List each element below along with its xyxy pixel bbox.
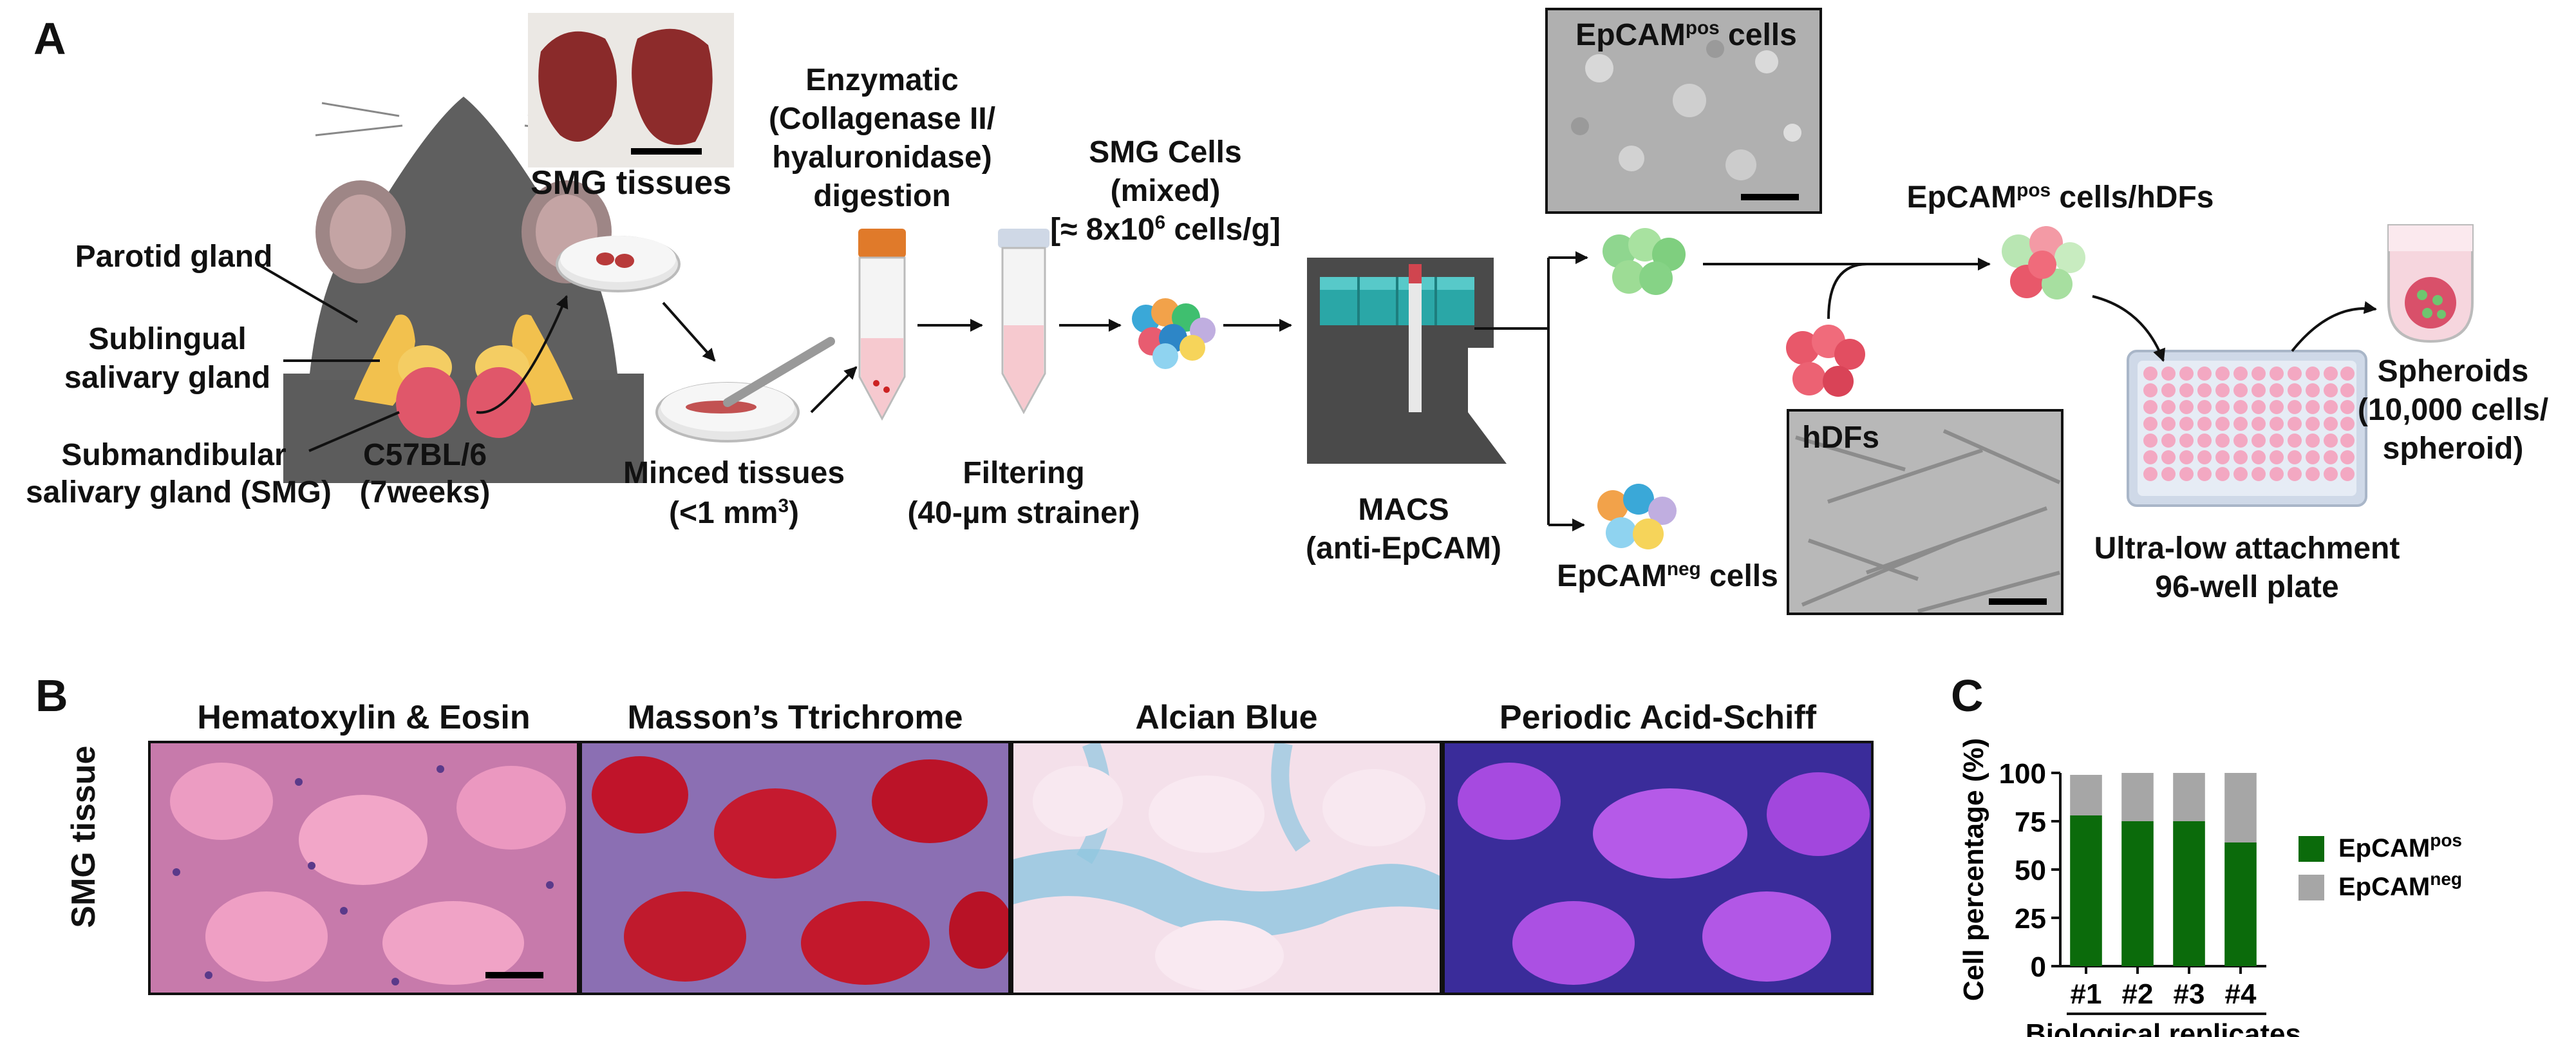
arrow-dish-to-minced bbox=[662, 301, 716, 362]
smg-tissue-side-label: SMG tissue bbox=[64, 745, 102, 928]
x-tick-label: #4 bbox=[2225, 978, 2257, 1010]
stain-title-mt: Masson’s Ttrichrome bbox=[627, 699, 963, 736]
epcam-pos-photo-label: EpCAMpos cells bbox=[1575, 17, 1797, 52]
macs-device-icon bbox=[1307, 258, 1507, 464]
x-tick-label: #3 bbox=[2174, 978, 2205, 1010]
macs-label-1: MACS bbox=[1358, 493, 1449, 527]
enzymatic-label-2: (Collagenase II/ bbox=[768, 102, 996, 136]
panel-a-arrows bbox=[256, 251, 2377, 531]
ula-label-1: Ultra-low attachment bbox=[2094, 531, 2400, 566]
strain-label-1: C57BL/6 bbox=[362, 438, 487, 472]
sublingual-label-1: Sublingual bbox=[88, 322, 247, 356]
smg-cells-label-1: SMG Cells bbox=[1089, 135, 1242, 169]
histology-mt bbox=[579, 741, 1011, 995]
legend-label-epcam-neg: EpCAMneg bbox=[2338, 869, 2462, 901]
spheroid-well-icon bbox=[2387, 224, 2474, 343]
stain-title-he: Hematoxylin & Eosin bbox=[197, 699, 531, 736]
y-tick-label: 75 bbox=[2015, 806, 2046, 838]
scale-bar bbox=[485, 972, 543, 978]
coculture-cluster-icon bbox=[2002, 226, 2085, 300]
x-tick-label: #1 bbox=[2071, 978, 2102, 1010]
arrow-minced-to-tube bbox=[810, 366, 858, 414]
epcam-neg-cluster-icon bbox=[1597, 484, 1677, 549]
sublingual-label-2: salivary gland bbox=[64, 361, 271, 395]
bar-epcam-pos bbox=[2121, 821, 2154, 966]
spheroids-label-3: spheroid) bbox=[2382, 432, 2524, 466]
histology-pas bbox=[1442, 741, 1874, 995]
enzymatic-label-4: digestion bbox=[813, 179, 951, 213]
arrow-mouse-to-dish bbox=[476, 295, 569, 414]
stain-title-pas: Periodic Acid-Schiff bbox=[1499, 699, 1817, 736]
ula-label-2: 96-well plate bbox=[2155, 570, 2339, 604]
smg-tissues-photo bbox=[528, 13, 734, 167]
stain-title-ab: Alcian Blue bbox=[1135, 699, 1318, 736]
y-axis-label: Cell percentage (%) bbox=[1958, 738, 1989, 1001]
arrow-plate-to-spheroid bbox=[2291, 301, 2377, 352]
legend-label-epcam-pos: EpCAMpos bbox=[2338, 830, 2462, 862]
scale-bar bbox=[1741, 194, 1799, 200]
y-tick-label: 50 bbox=[2015, 855, 2046, 886]
epcam-neg-label: EpCAMneg cells bbox=[1557, 558, 1778, 593]
legend-swatch-epcam-pos bbox=[2299, 836, 2324, 862]
hdfs-micrograph: hDFs bbox=[1787, 409, 2064, 615]
minced-label-1: Minced tissues bbox=[623, 456, 845, 490]
scale-bar bbox=[1989, 598, 2047, 605]
epcam-pos-cluster-icon bbox=[1603, 228, 1686, 295]
filtering-label-2: (40-µm strainer) bbox=[907, 496, 1140, 530]
arrow-hdf-join bbox=[1827, 263, 1868, 319]
spheroids-label-1: Spheroids bbox=[2377, 354, 2529, 388]
epcam-hdfs-label: EpCAMpos cells/hDFs bbox=[1906, 180, 2214, 214]
bar-epcam-pos bbox=[2070, 815, 2102, 966]
y-tick-label: 100 bbox=[1999, 758, 2046, 790]
panel-letter-b: B bbox=[35, 671, 68, 721]
hdf-cluster-icon bbox=[1786, 325, 1865, 397]
petri-dish-icon bbox=[556, 236, 681, 292]
well-plate-icon bbox=[2127, 350, 2367, 507]
arrow-coculture-to-plate bbox=[2092, 295, 2166, 362]
smg-tissues-label: SMG tissues bbox=[530, 164, 732, 202]
panel-letter-c: C bbox=[1951, 671, 1984, 721]
strain-label-2: (7weeks) bbox=[359, 475, 491, 509]
enzymatic-label-1: Enzymatic bbox=[805, 63, 959, 97]
smg-cells-label-3: [≈ 8x106 cells/g] bbox=[1050, 212, 1281, 247]
panel-letter-a: A bbox=[33, 14, 66, 64]
bar-epcam-pos bbox=[2224, 842, 2257, 966]
bar-epcam-neg bbox=[2224, 773, 2257, 842]
x-tick-label: #2 bbox=[2122, 978, 2154, 1010]
legend-swatch-epcam-neg bbox=[2299, 875, 2324, 900]
histology-ab bbox=[1011, 741, 1442, 995]
minced-label-2: (<1 mm3) bbox=[669, 495, 799, 530]
mouse-illustration bbox=[283, 97, 644, 483]
epcam-pos-micrograph: EpCAMpos cells bbox=[1545, 8, 1822, 214]
bar-epcam-pos bbox=[2173, 821, 2205, 966]
filtering-label-1: Filtering bbox=[963, 456, 1085, 490]
y-tick-label: 25 bbox=[2015, 903, 2046, 935]
filter-tube-icon bbox=[998, 229, 1049, 415]
conical-tube-icon bbox=[858, 229, 906, 421]
submandibular-label-2: salivary gland (SMG) bbox=[26, 475, 332, 509]
bar-epcam-neg bbox=[2121, 773, 2154, 821]
hdfs-photo-label: hDFs bbox=[1802, 421, 1879, 455]
spheroids-label-2: (10,000 cells/ bbox=[2357, 393, 2549, 427]
leader-parotid bbox=[256, 263, 359, 323]
enzymatic-label-3: hyaluronidase) bbox=[772, 140, 992, 175]
scale-bar bbox=[631, 148, 702, 155]
y-tick-label: 0 bbox=[2031, 951, 2046, 983]
submandibular-label-1: Submandibular bbox=[61, 438, 287, 472]
macs-label-2: (anti-EpCAM) bbox=[1306, 531, 1501, 566]
histology-he bbox=[148, 741, 579, 995]
smg-cells-label-2: (mixed) bbox=[1110, 174, 1221, 208]
petri-dish-minced-icon bbox=[655, 337, 835, 442]
parotid-label: Parotid gland bbox=[75, 240, 273, 274]
x-axis-label: Biological replicates bbox=[2026, 1018, 2301, 1037]
bar-epcam-neg bbox=[2070, 775, 2102, 815]
mixed-cells-cluster-icon bbox=[1132, 298, 1216, 369]
bar-epcam-neg bbox=[2173, 773, 2205, 821]
leader-submandibular bbox=[308, 411, 400, 452]
